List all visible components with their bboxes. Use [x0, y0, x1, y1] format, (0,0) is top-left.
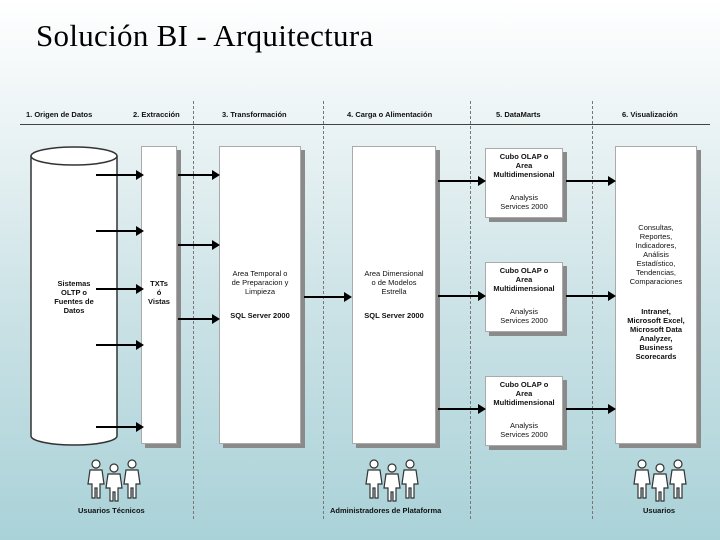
arrow-source-1: [96, 170, 144, 180]
arrow-extract-2: [178, 240, 220, 250]
arrow-dm2-vis: [566, 291, 616, 301]
column-header-datamarts: 5. DataMarts: [496, 110, 541, 119]
column-header-extraction: 2. Extracción: [133, 110, 180, 119]
arrow-source-3: [96, 284, 144, 294]
transformation-tech: SQL Server 2000: [230, 311, 290, 320]
actor-label-platform-admins: Administradores de Plataforma: [330, 506, 442, 515]
datamart-2-label: Cubo OLAP o Area Multidimensional: [493, 266, 555, 293]
column-header-load: 4. Carga o Alimentación: [347, 110, 433, 119]
arrow-extract-1: [178, 170, 220, 180]
people-icon: [365, 459, 419, 502]
datamart-1-tech: Analysis Services 2000: [500, 193, 548, 211]
header-rule: [20, 124, 710, 125]
visualization-bottom: Intranet, Microsoft Excel, Microsoft Dat…: [627, 307, 685, 361]
load-box: Area Dimensional o de Modelos Estrella S…: [352, 146, 436, 444]
visualization-top: Consultas, Reportes, Indicadores, Anális…: [629, 223, 683, 286]
people-icon: [633, 459, 687, 502]
datamart-3-label: Cubo OLAP o Area Multidimensional: [493, 380, 555, 407]
arrow-load-dm2: [438, 291, 486, 301]
datamart-box-2: Cubo OLAP o Area Multidimensional Analys…: [485, 262, 563, 332]
separator-3: [470, 101, 471, 519]
source-label: Sistemas OLTP o Fuentes de Datos: [54, 279, 94, 315]
actor-label-technical-users: Usuarios Técnicos: [78, 506, 145, 515]
transformation-label: Area Temporal o de Preparacion y Limpiez…: [231, 269, 289, 296]
people-icon: [87, 459, 141, 502]
slide-title: Solución BI - Arquitectura: [36, 18, 374, 53]
arrow-load-dm3: [438, 404, 486, 414]
column-header-transformation: 3. Transformación: [222, 110, 287, 119]
column-header-origin: 1. Origen de Datos: [26, 110, 93, 119]
load-label: Area Dimensional o de Modelos Estrella: [364, 269, 424, 296]
arrow-source-5: [96, 422, 144, 432]
arrow-dm3-vis: [566, 404, 616, 414]
separator-1: [193, 101, 194, 519]
datamart-3-tech: Analysis Services 2000: [500, 421, 548, 439]
datamart-box-1: Cubo OLAP o Area Multidimensional Analys…: [485, 148, 563, 218]
separator-4: [592, 101, 593, 519]
extraction-label: TXTs ó Vistas: [148, 279, 170, 306]
arrow-dm1-vis: [566, 176, 616, 186]
column-header-visualization: 6. Visualización: [622, 110, 678, 119]
datamart-box-3: Cubo OLAP o Area Multidimensional Analys…: [485, 376, 563, 446]
arrow-transform-load: [304, 292, 352, 302]
extraction-box: TXTs ó Vistas: [141, 146, 177, 444]
arrow-load-dm1: [438, 176, 486, 186]
transformation-box: Area Temporal o de Preparacion y Limpiez…: [219, 146, 301, 444]
actor-label-users: Usuarios: [643, 506, 676, 515]
load-tech: SQL Server 2000: [364, 311, 424, 320]
database-cylinder-icon: [30, 146, 118, 446]
arrow-source-4: [96, 340, 144, 350]
separator-2: [323, 101, 324, 519]
arrow-extract-3: [178, 314, 220, 324]
arrow-source-2: [96, 226, 144, 236]
datamart-1-label: Cubo OLAP o Area Multidimensional: [493, 152, 555, 179]
visualization-box: Consultas, Reportes, Indicadores, Anális…: [615, 146, 697, 444]
datamart-2-tech: Analysis Services 2000: [500, 307, 548, 325]
